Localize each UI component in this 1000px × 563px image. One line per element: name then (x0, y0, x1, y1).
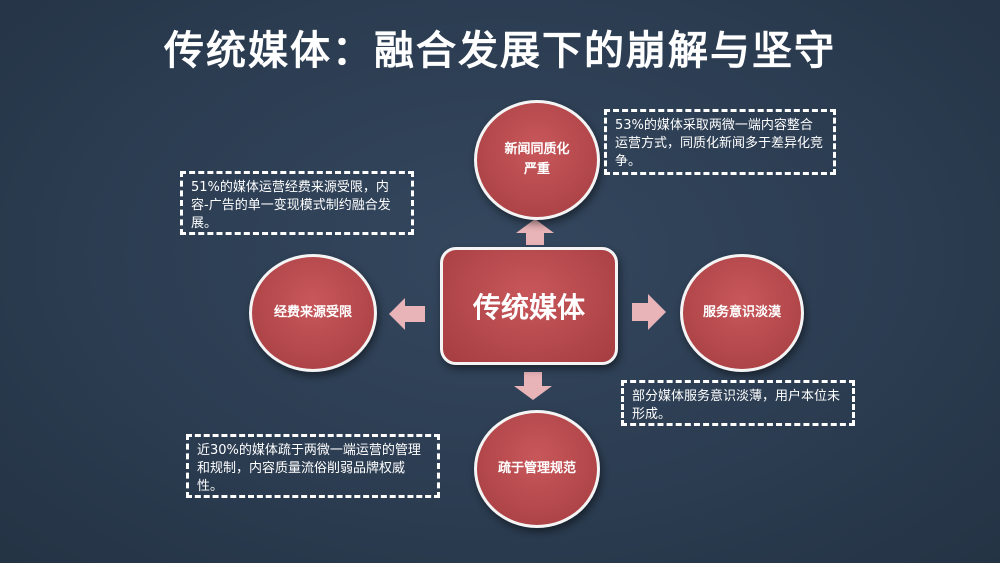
note-news-homogeneity: 53%的媒体采取两微一端内容整合运营方式，同质化新闻多于差异化竞争。 (604, 109, 836, 175)
node-news-homogeneity: 新闻同质化 严重 (474, 100, 600, 220)
node-news-homogeneity-line2: 严重 (523, 162, 550, 177)
node-management-norms-label: 疏于管理规范 (497, 461, 576, 476)
arrow-up-icon (516, 219, 554, 245)
node-funding-limited: 经费来源受限 (249, 254, 377, 372)
node-management-norms: 疏于管理规范 (474, 410, 600, 528)
center-node: 传统媒体 (440, 247, 618, 365)
center-node-label: 传统媒体 (472, 291, 585, 324)
node-news-homogeneity-line1: 新闻同质化 (504, 142, 570, 157)
note-service-awareness: 部分媒体服务意识淡薄，用户本位未形成。 (621, 380, 855, 426)
note-funding-limited: 51%的媒体运营经费来源受限，内容-广告的单一变现模式制约融合发展。 (180, 171, 414, 235)
note-management-norms: 近30%的媒体疏于两微一端运营的管理和规制，内容质量流俗削弱品牌权威性。 (186, 434, 440, 498)
node-service-awareness: 服务意识淡漠 (680, 254, 804, 372)
node-service-awareness-label: 服务意识淡漠 (702, 305, 781, 320)
arrow-right-icon (632, 294, 666, 330)
node-funding-limited-label: 经费来源受限 (273, 305, 352, 320)
page-title: 传统媒体：融合发展下的崩解与坚守 (164, 28, 836, 74)
arrow-left-icon (389, 298, 425, 330)
arrow-down-icon (514, 372, 552, 400)
